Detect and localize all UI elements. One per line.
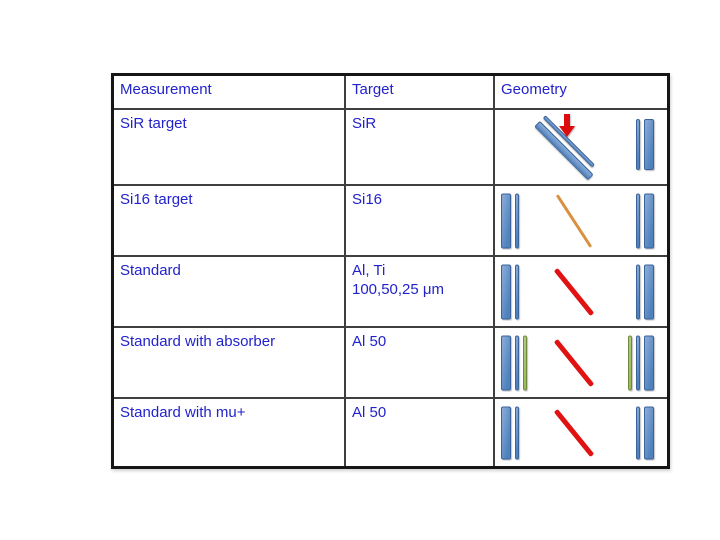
arrow-head [559, 126, 575, 137]
column-header-measurement: Measurement [111, 73, 346, 110]
blue-bar-thin [636, 335, 640, 390]
geometry-graphic [495, 257, 667, 326]
geometry-graphic [495, 328, 667, 397]
beam-line-red [553, 267, 595, 316]
target-cell: Al 50 [344, 326, 495, 399]
detector-bars-right [636, 406, 654, 459]
blue-bar-thin [515, 335, 519, 390]
detector-bars-right [628, 335, 654, 390]
measurement-cell: Standard with mu+ [111, 397, 346, 469]
geometry-graphic [495, 186, 667, 255]
geometry-cell [493, 108, 670, 186]
beam-line-red [553, 408, 595, 457]
detector-bars-left [501, 193, 519, 248]
blue-bar-wide [644, 193, 654, 248]
geometry-graphic [495, 399, 667, 466]
detector-bars-left [501, 264, 519, 319]
blue-bar-wide [644, 406, 654, 459]
geometry-cell [493, 397, 670, 469]
blue-bar-wide [501, 335, 511, 390]
beam-line-red [553, 338, 595, 387]
blue-bar-thin [636, 264, 640, 319]
detector-bars-left [501, 406, 519, 459]
blue-bar-wide [501, 193, 511, 248]
measurement-cell: SiR target [111, 108, 346, 186]
table-header-row: Measurement Target Geometry [111, 73, 670, 110]
blue-bar-wide [501, 406, 511, 459]
detector-bars-right [636, 264, 654, 319]
geometry-cell [493, 326, 670, 399]
blue-bar-thin [636, 406, 640, 459]
measurement-cell: Standard with absorber [111, 326, 346, 399]
table-row: Standard with mu+Al 50 [111, 397, 670, 469]
blue-bar-wide [644, 264, 654, 319]
geometry-cell [493, 184, 670, 257]
measurement-cell: Standard [111, 255, 346, 328]
column-header-target: Target [344, 73, 495, 110]
target-cell: Al 50 [344, 397, 495, 469]
geometry-cell [493, 255, 670, 328]
detector-bars-left [501, 335, 527, 390]
blue-bar-thin [515, 193, 519, 248]
geometry-graphic [495, 110, 667, 184]
blue-bar-wide [644, 335, 654, 390]
green-bar-thin [628, 335, 632, 390]
target-cell: Si16 [344, 184, 495, 257]
blue-bar-thin [515, 406, 519, 459]
red-down-arrow-icon [559, 114, 575, 138]
measurement-cell: Si16 target [111, 184, 346, 257]
column-header-geometry: Geometry [493, 73, 670, 110]
blue-bar-thin [515, 264, 519, 319]
arrow-shaft [564, 114, 570, 126]
detector-bars-right [636, 119, 654, 170]
blue-bar-wide [501, 264, 511, 319]
target-cell: Al, Ti 100,50,25 μm [344, 255, 495, 328]
detector-bars-right [636, 193, 654, 248]
blue-bar-wide [644, 119, 654, 170]
blue-bar-thin [636, 193, 640, 248]
beam-line-orange [555, 193, 593, 248]
green-bar-thin [523, 335, 527, 390]
blue-bar-thin [636, 119, 640, 170]
target-cell: SiR [344, 108, 495, 186]
